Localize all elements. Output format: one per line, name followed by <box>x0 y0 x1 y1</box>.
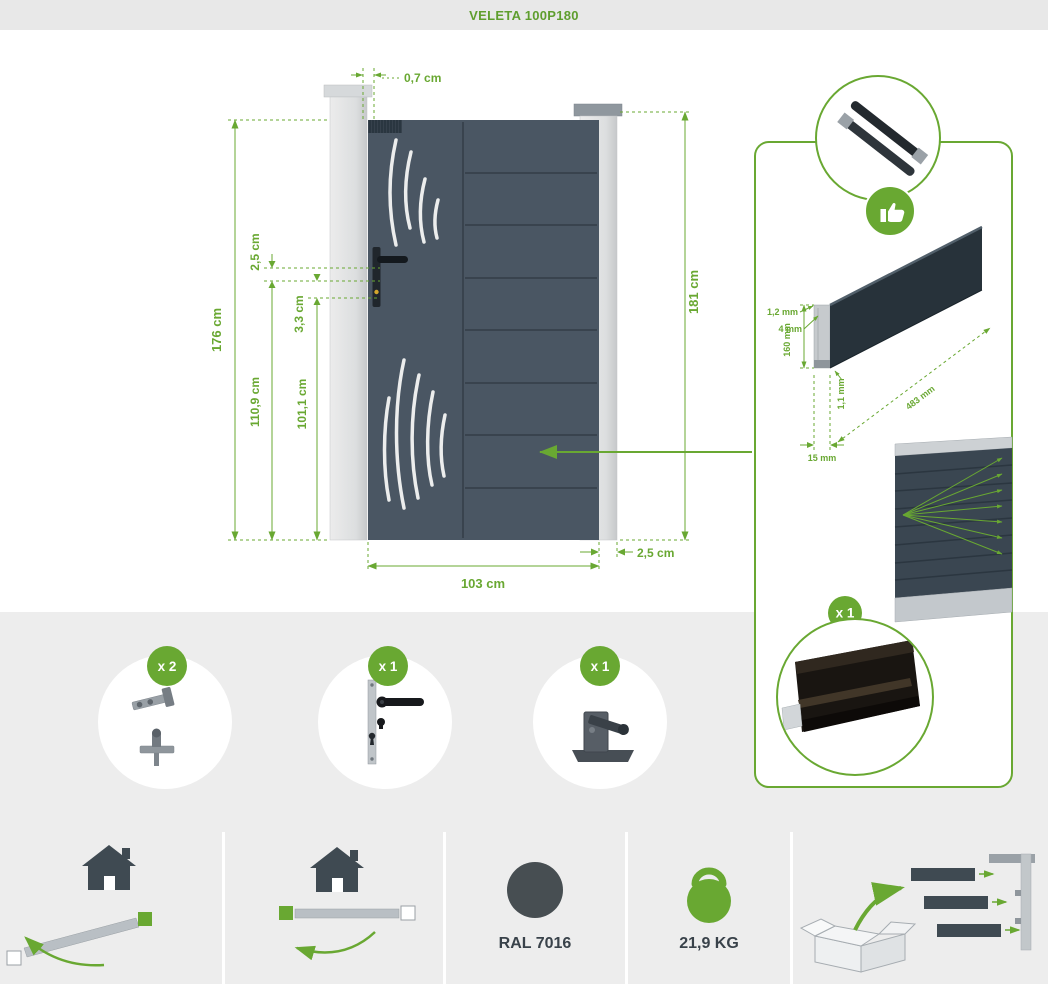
left-post <box>323 84 373 541</box>
dim-handle-lock: 2,5 cm 3,3 cm 110,9 cm 101,1 cm <box>248 233 380 541</box>
dim-wall-bottom: 1,1 mm <box>836 378 846 409</box>
dim-hinge-offset-label: 2,5 cm <box>248 233 262 270</box>
swing-diagram <box>6 912 152 967</box>
handle <box>372 247 408 307</box>
dim-wall-top: 1,2 mm <box>767 307 798 317</box>
stop-badge-label: x 1 <box>591 659 610 674</box>
opening-push-diagram <box>279 847 416 961</box>
house-icon <box>310 847 364 892</box>
dim-side-gap: 2,5 cm <box>580 542 674 560</box>
gate-catch-icon <box>572 711 634 762</box>
slat-fan-arrows <box>902 457 1003 555</box>
adjustable-hinge-arms-icon <box>837 101 929 176</box>
dim-top-gap-label: 0,7 cm <box>404 71 441 85</box>
dim-width-label: 103 cm <box>461 576 505 591</box>
swing-arrow <box>294 931 376 961</box>
dim-height-left: 176 cm <box>209 119 330 541</box>
hinge-comb <box>368 120 402 133</box>
footer-cell-opening-pull <box>0 832 222 984</box>
panel-lines <box>465 172 597 489</box>
hinge-arms-inset <box>815 75 941 201</box>
included-components: x 2 x 1 x 1 <box>98 646 667 789</box>
ral-swatch <box>507 862 563 918</box>
assembly-diagram <box>799 853 1035 973</box>
stop-badge <box>580 646 620 686</box>
dim-height-left-label: 176 cm <box>209 308 224 352</box>
footer-cell-color: RAL 7016 <box>446 832 625 984</box>
hinge-set-icon <box>131 686 175 766</box>
gate-leaf <box>368 120 599 540</box>
slat-detail-panel: 1,2 mm 4 mm 160 mm 1,1 mm 483 mm 15 mm <box>754 75 1013 788</box>
slat-profile-closeup-icon <box>781 640 920 732</box>
lock-component: x 1 <box>318 646 452 789</box>
weight-icon <box>687 867 731 923</box>
swing-diagram <box>279 905 416 961</box>
slat-count-badge-label: x 1 <box>836 606 855 621</box>
dim-depth: 15 mm <box>808 453 837 463</box>
quality-thumbs-up-icon <box>864 185 916 237</box>
weight-spec: 21,9 KG <box>679 867 739 952</box>
dim-height: 160 mm <box>782 323 792 357</box>
weight-label: 21,9 KG <box>679 935 739 952</box>
dim-top-gap: 0,7 cm <box>351 68 441 120</box>
dim-handle-height-label: 110,9 cm <box>248 377 262 427</box>
dim-height-right-label: 181 cm <box>686 270 701 314</box>
hinges-component: x 2 <box>98 646 232 789</box>
footer-cell-assembly <box>793 832 1048 984</box>
header-bar: VELETA 100P180 <box>0 0 1048 30</box>
dim-lock-height-label: 101,1 cm <box>295 379 309 430</box>
dim-width: 103 cm <box>367 542 600 591</box>
page-title: VELETA 100P180 <box>469 7 579 23</box>
unbox-arrow <box>853 882 905 931</box>
footer-cell-opening-push <box>225 832 443 984</box>
lock-cylinder-dot <box>374 289 379 295</box>
swing-arrow <box>24 936 105 967</box>
hinges-badge <box>147 646 187 686</box>
footer-cell-weight: 21,9 KG <box>628 832 790 984</box>
decorative-slats <box>382 138 447 510</box>
ral-label: RAL 7016 <box>499 935 572 952</box>
dim-lock-offset-label: 3,3 cm <box>292 295 306 332</box>
lock-handle-icon <box>367 679 424 765</box>
opening-pull-diagram <box>6 845 152 967</box>
post-icon <box>989 853 1035 951</box>
gate-dimension-diagram: 0,7 cm 176 cm 181 cm 2,5 cm 3,3 cm 110,9… <box>209 68 752 591</box>
assembly-arrows <box>979 870 1021 934</box>
house-icon <box>82 845 136 890</box>
dim-height-right: 181 cm <box>620 111 701 541</box>
hinges-badge-label: x 2 <box>158 659 177 674</box>
lock-badge <box>368 646 408 686</box>
lock-badge-label: x 1 <box>379 659 398 674</box>
color-spec: RAL 7016 <box>499 862 572 952</box>
slat-stack-icons <box>911 868 1001 937</box>
slat-profile-detail-inset <box>776 618 934 776</box>
dim-groove: 4 mm <box>778 324 802 334</box>
box-icon <box>799 918 917 973</box>
gate-section-3d <box>894 436 1013 623</box>
dim-side-gap-label: 2,5 cm <box>637 546 674 560</box>
stop-component: x 1 <box>533 646 667 789</box>
